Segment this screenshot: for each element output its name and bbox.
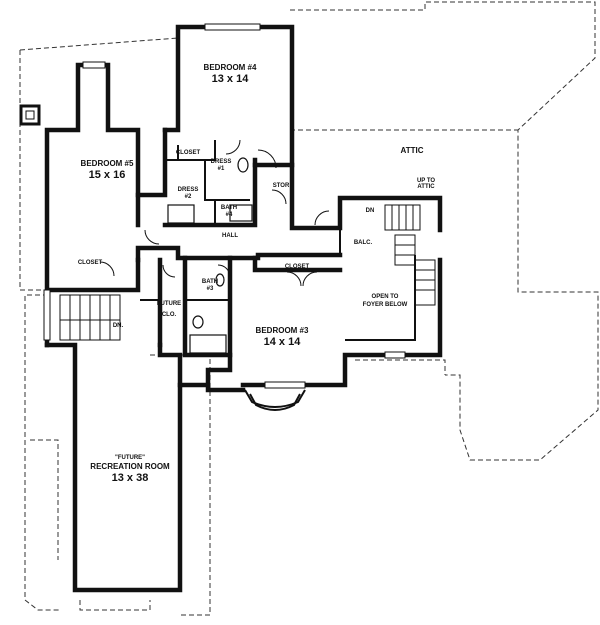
hall-label: HALL: [222, 233, 238, 239]
bath-fixtures: [167, 157, 253, 354]
bath4-line2: #4: [226, 212, 233, 218]
bedroom4-dims: 13 x 14: [212, 73, 250, 85]
left-stair: [59, 294, 121, 341]
bedroom3-name: BEDROOM #3: [256, 326, 309, 335]
room-labels: BEDROOM #4 13 x 14 BEDROOM #5 15 x 16 BE…: [78, 63, 436, 484]
recreation-prefix: "FUTURE": [115, 455, 145, 461]
bedroom3-dims: 14 x 14: [264, 336, 302, 348]
bedroom5-dims: 15 x 16: [89, 169, 126, 181]
dn-label: DN: [366, 208, 375, 214]
dress2-line1: DRESS: [178, 187, 199, 193]
doors: [99, 139, 330, 287]
roof-outline: [19, 1, 599, 616]
bay-window-inner: [249, 393, 301, 411]
up-to-attic-line1: UP TO: [417, 178, 435, 184]
dress1-line2: #1: [218, 166, 225, 172]
up-to-attic-line2: ATTIC: [417, 184, 435, 190]
walls: [44, 24, 443, 593]
open-foyer-line1: OPEN TO: [372, 294, 399, 300]
attic-label: ATTIC: [401, 146, 424, 155]
bay-window: [244, 389, 306, 408]
bedroom5-name: BEDROOM #5: [81, 159, 134, 168]
closet-b4-label: CLOSET: [176, 150, 201, 156]
bath3-line1: BATH: [202, 279, 218, 285]
closet-b5-label: CLOSET: [78, 260, 103, 266]
recreation-name: RECREATION ROOM: [90, 462, 170, 471]
open-foyer-line2: FOYER BELOW: [363, 302, 408, 308]
bedroom4-name: BEDROOM #4: [204, 63, 257, 72]
balc-label: BALC.: [354, 240, 373, 246]
future-clo-line2: CLO.: [162, 312, 177, 318]
chimney: [19, 104, 41, 126]
stor-label: STOR: [273, 183, 290, 189]
closet-b3-label: CLOSET: [285, 264, 310, 270]
bath4-line1: BATH: [221, 205, 237, 211]
bath3-line2: #3: [207, 286, 214, 292]
recreation-dims: 13 x 38: [112, 472, 149, 484]
dress2-line2: #2: [185, 194, 192, 200]
right-stair: [384, 204, 436, 306]
windows: [43, 23, 406, 389]
dress1-line1: DRESS: [211, 159, 232, 165]
stair-dn-label: DN.: [113, 323, 124, 329]
future-clo-line1: FUTURE: [157, 301, 181, 307]
